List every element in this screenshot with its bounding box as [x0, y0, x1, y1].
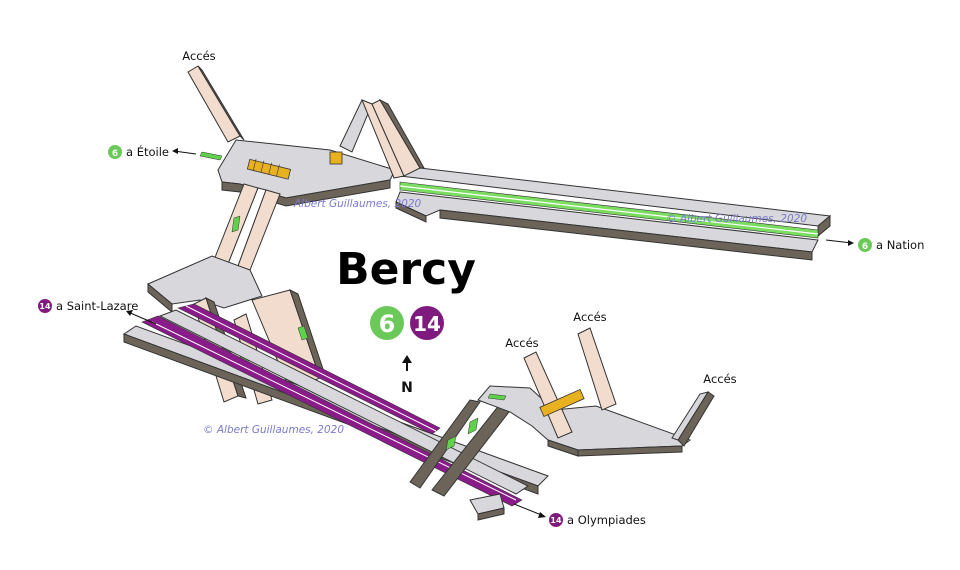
access-label-south-2: Accés [573, 310, 606, 324]
line6-badge-small [108, 145, 122, 159]
access-label-south-1: Accés [505, 336, 538, 350]
line-badges: 6 14 [370, 306, 444, 340]
escalator-lower [539, 388, 585, 418]
line14-badge-number: 14 [39, 302, 51, 311]
upper-mezzanine [187, 65, 425, 207]
line6-platform [395, 167, 832, 261]
direction-label-saint-lazare: a Saint-Lazare [56, 299, 138, 313]
connector-stairs [213, 183, 281, 271]
line14-badge-small [549, 513, 563, 527]
north-label: N [401, 380, 413, 396]
line14-badge [410, 306, 444, 340]
direction-label-olympiades: a Olympiades [567, 513, 646, 527]
direction-etoile: 6 a Étoile [108, 144, 169, 159]
line6-badge-number: 6 [112, 149, 118, 159]
line6-badge-small [858, 238, 872, 252]
line14-badge-small [38, 299, 52, 313]
line14-badge-number: 14 [550, 516, 562, 525]
line6-badge [370, 306, 404, 340]
escalator-upper [246, 151, 343, 180]
direction-olympiades: 14 a Olympiades [549, 513, 646, 527]
watermark-upper: Albert Guillaumes, 2020 [293, 198, 422, 210]
line6-badge-label: 6 [379, 310, 396, 338]
watermark-lower: © Albert Guillaumes, 2020 [203, 424, 344, 436]
lower-mezzanine [477, 327, 715, 457]
station-title: Bercy [336, 244, 476, 295]
direction-label-nation: a Nation [876, 238, 924, 252]
watermark-right: © Albert Guillaumes, 2020 [666, 213, 807, 225]
access-label-east: Accés [703, 372, 736, 386]
north-indicator: N [401, 355, 413, 396]
direction-saint-lazare: 14 a Saint-Lazare [38, 299, 138, 313]
line14-platform [122, 255, 549, 521]
direction-label-etoile: a Étoile [126, 144, 169, 159]
direction-arrows [126, 148, 854, 518]
line6-badge-number: 6 [862, 242, 868, 252]
access-label-northwest: Accés [182, 49, 215, 63]
direction-nation: 6 a Nation [858, 238, 924, 252]
north-arrowhead-icon [402, 355, 412, 363]
line14-badge-label: 14 [413, 312, 441, 336]
